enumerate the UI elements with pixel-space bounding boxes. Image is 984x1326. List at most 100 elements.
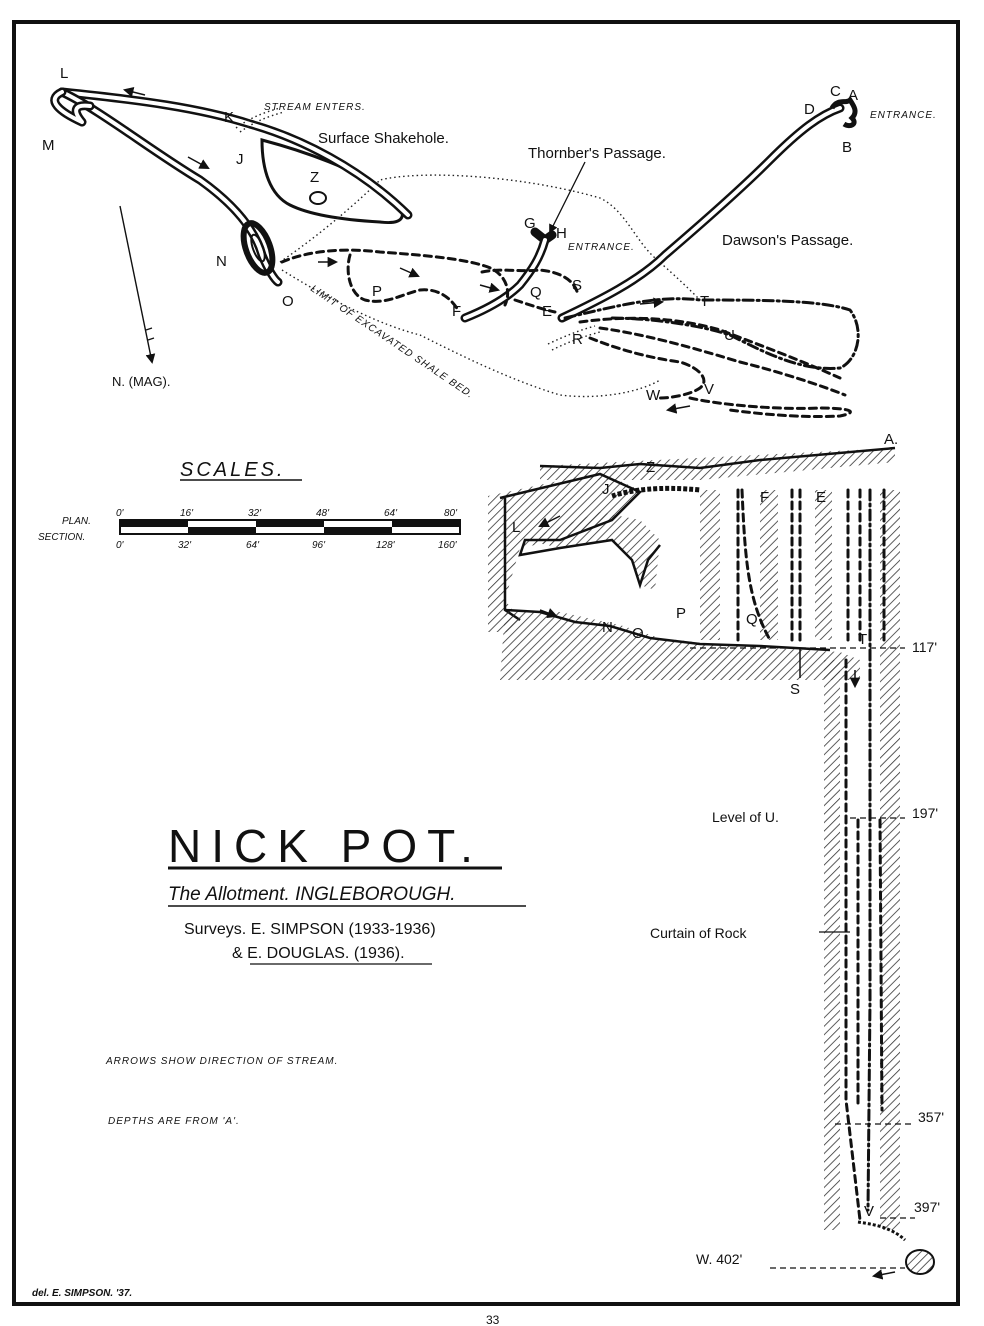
thornbers-leader	[549, 161, 586, 234]
curtain-of-rock-label: Curtain of Rock	[650, 925, 747, 941]
point-d: D	[804, 101, 815, 118]
plan-tick-3: 48'	[316, 508, 330, 519]
passage-t-u	[563, 297, 860, 370]
section-tick-0: 0'	[116, 540, 125, 551]
plan-view: L M K J Z N O P F G H Q E S R T U V W D …	[42, 65, 937, 419]
point-j: J	[236, 151, 244, 168]
level-of-u-label: Level of U.	[712, 809, 779, 825]
surveys-line-1: Surveys. E. SIMPSON (1933-1936)	[184, 921, 436, 938]
point-h: H	[556, 225, 567, 242]
depth-117: 117'	[912, 639, 937, 655]
stream-arrow	[665, 403, 691, 414]
point-c: C	[830, 83, 841, 100]
credit: del. E. SIMPSON. '37.	[32, 1288, 132, 1299]
plan-tick-0: 0'	[116, 508, 125, 519]
point-q: Q	[530, 284, 542, 301]
section-tick-2: 64'	[246, 540, 260, 551]
boulder-chain	[611, 485, 701, 499]
entrance-crawl	[829, 96, 858, 129]
passage-v-w	[588, 336, 852, 419]
point-e: E	[542, 303, 552, 320]
section-point-p: P	[676, 605, 686, 622]
point-s: S	[572, 277, 582, 294]
section-point-v: V	[864, 1203, 874, 1220]
section-point-l: L	[512, 519, 520, 536]
passage-t-u-2	[578, 316, 847, 397]
surface-shakehole	[260, 138, 404, 225]
point-r: R	[572, 331, 583, 348]
shale-bed-limit	[279, 174, 701, 398]
stream-arrow	[122, 86, 146, 98]
section-point-j: J	[602, 481, 610, 498]
thornbers-passage-label: Thornber's Passage.	[528, 145, 666, 162]
plan-scale-label: PLAN.	[62, 516, 91, 527]
section-point-f: F	[760, 489, 769, 506]
map-title: NICK POT.	[168, 820, 483, 872]
section-point-t: T	[858, 631, 867, 648]
point-g: G	[524, 215, 536, 232]
section-point-s: S	[790, 681, 800, 698]
stream-arrow	[399, 267, 420, 278]
depth-w-402: W. 402'	[696, 1251, 742, 1267]
point-n: N	[216, 253, 227, 270]
stream-inlet	[235, 107, 285, 133]
sump-w	[905, 1249, 935, 1275]
north-label: N. (MAG).	[112, 374, 171, 389]
depths-note: DEPTHS ARE FROM 'A'.	[108, 1116, 240, 1127]
dawsons-passage	[557, 103, 845, 323]
section-scale-label: SECTION.	[38, 532, 85, 543]
depth-357: 357'	[918, 1109, 944, 1125]
section-tick-1: 32'	[178, 540, 192, 551]
plan-tick-1: 16'	[180, 508, 194, 519]
point-l: L	[60, 65, 68, 82]
point-k: K	[224, 109, 234, 126]
depth-197: 197'	[912, 805, 938, 821]
plan-tick-5: 80'	[444, 508, 458, 519]
stream-r	[547, 325, 601, 351]
passage-p	[280, 248, 510, 312]
point-u: U	[724, 327, 735, 344]
point-z: Z	[310, 169, 319, 186]
point-m: M	[42, 137, 55, 154]
map-subtitle: The Allotment. INGLEBOROUGH.	[168, 884, 456, 905]
section-point-n: N	[602, 619, 613, 636]
point-v: V	[704, 381, 714, 398]
stream-arrow	[639, 297, 665, 308]
plan-tick-2: 32'	[248, 508, 262, 519]
entrance-main-label: ENTRANCE.	[870, 110, 937, 121]
point-w: W	[646, 387, 661, 404]
point-p: P	[372, 283, 382, 300]
point-a: A	[848, 87, 858, 104]
section-point-o: O	[632, 625, 644, 642]
scales-heading: SCALES.	[180, 459, 285, 481]
section-point-q: Q	[746, 611, 758, 628]
section-floor	[504, 608, 831, 652]
entrance-h-label: ENTRANCE.	[568, 242, 635, 253]
scale-bar: SCALES. PLAN. SECTION. 0' 16' 32' 48' 64…	[38, 459, 461, 551]
surface-shakehole-label: Surface Shakehole.	[318, 130, 449, 147]
shale-limit-label: LIMIT OF EXCAVATED SHALE BED.	[308, 283, 475, 401]
plan-tick-4: 64'	[384, 508, 398, 519]
point-o: O	[282, 293, 294, 310]
chamber-n	[240, 220, 276, 276]
surveys-line-2: & E. DOUGLAS. (1936).	[232, 945, 405, 962]
shakehole-z-mark	[309, 191, 327, 205]
thornbers-passage	[460, 227, 557, 323]
page-number: 33	[486, 1313, 500, 1326]
point-f: F	[452, 303, 461, 320]
point-t: T	[700, 293, 709, 310]
dawsons-passage-label: Dawson's Passage.	[722, 232, 853, 249]
section-point-a: A.	[884, 431, 898, 448]
depth-397: 397'	[914, 1199, 940, 1215]
north-arrow	[119, 205, 156, 364]
surface-line	[539, 446, 896, 470]
section-view: A. Z J L N O P F E Q T S V 117' 197' 357…	[488, 431, 944, 1280]
section-point-z: Z	[646, 459, 655, 476]
stream-enters-label: STREAM ENTERS.	[264, 102, 366, 113]
section-tick-4: 128'	[376, 540, 396, 551]
title-block: NICK POT. The Allotment. INGLEBOROUGH. S…	[32, 820, 526, 1326]
map-border	[12, 20, 960, 1306]
section-tick-3: 96'	[312, 540, 326, 551]
passage-q	[480, 268, 580, 314]
